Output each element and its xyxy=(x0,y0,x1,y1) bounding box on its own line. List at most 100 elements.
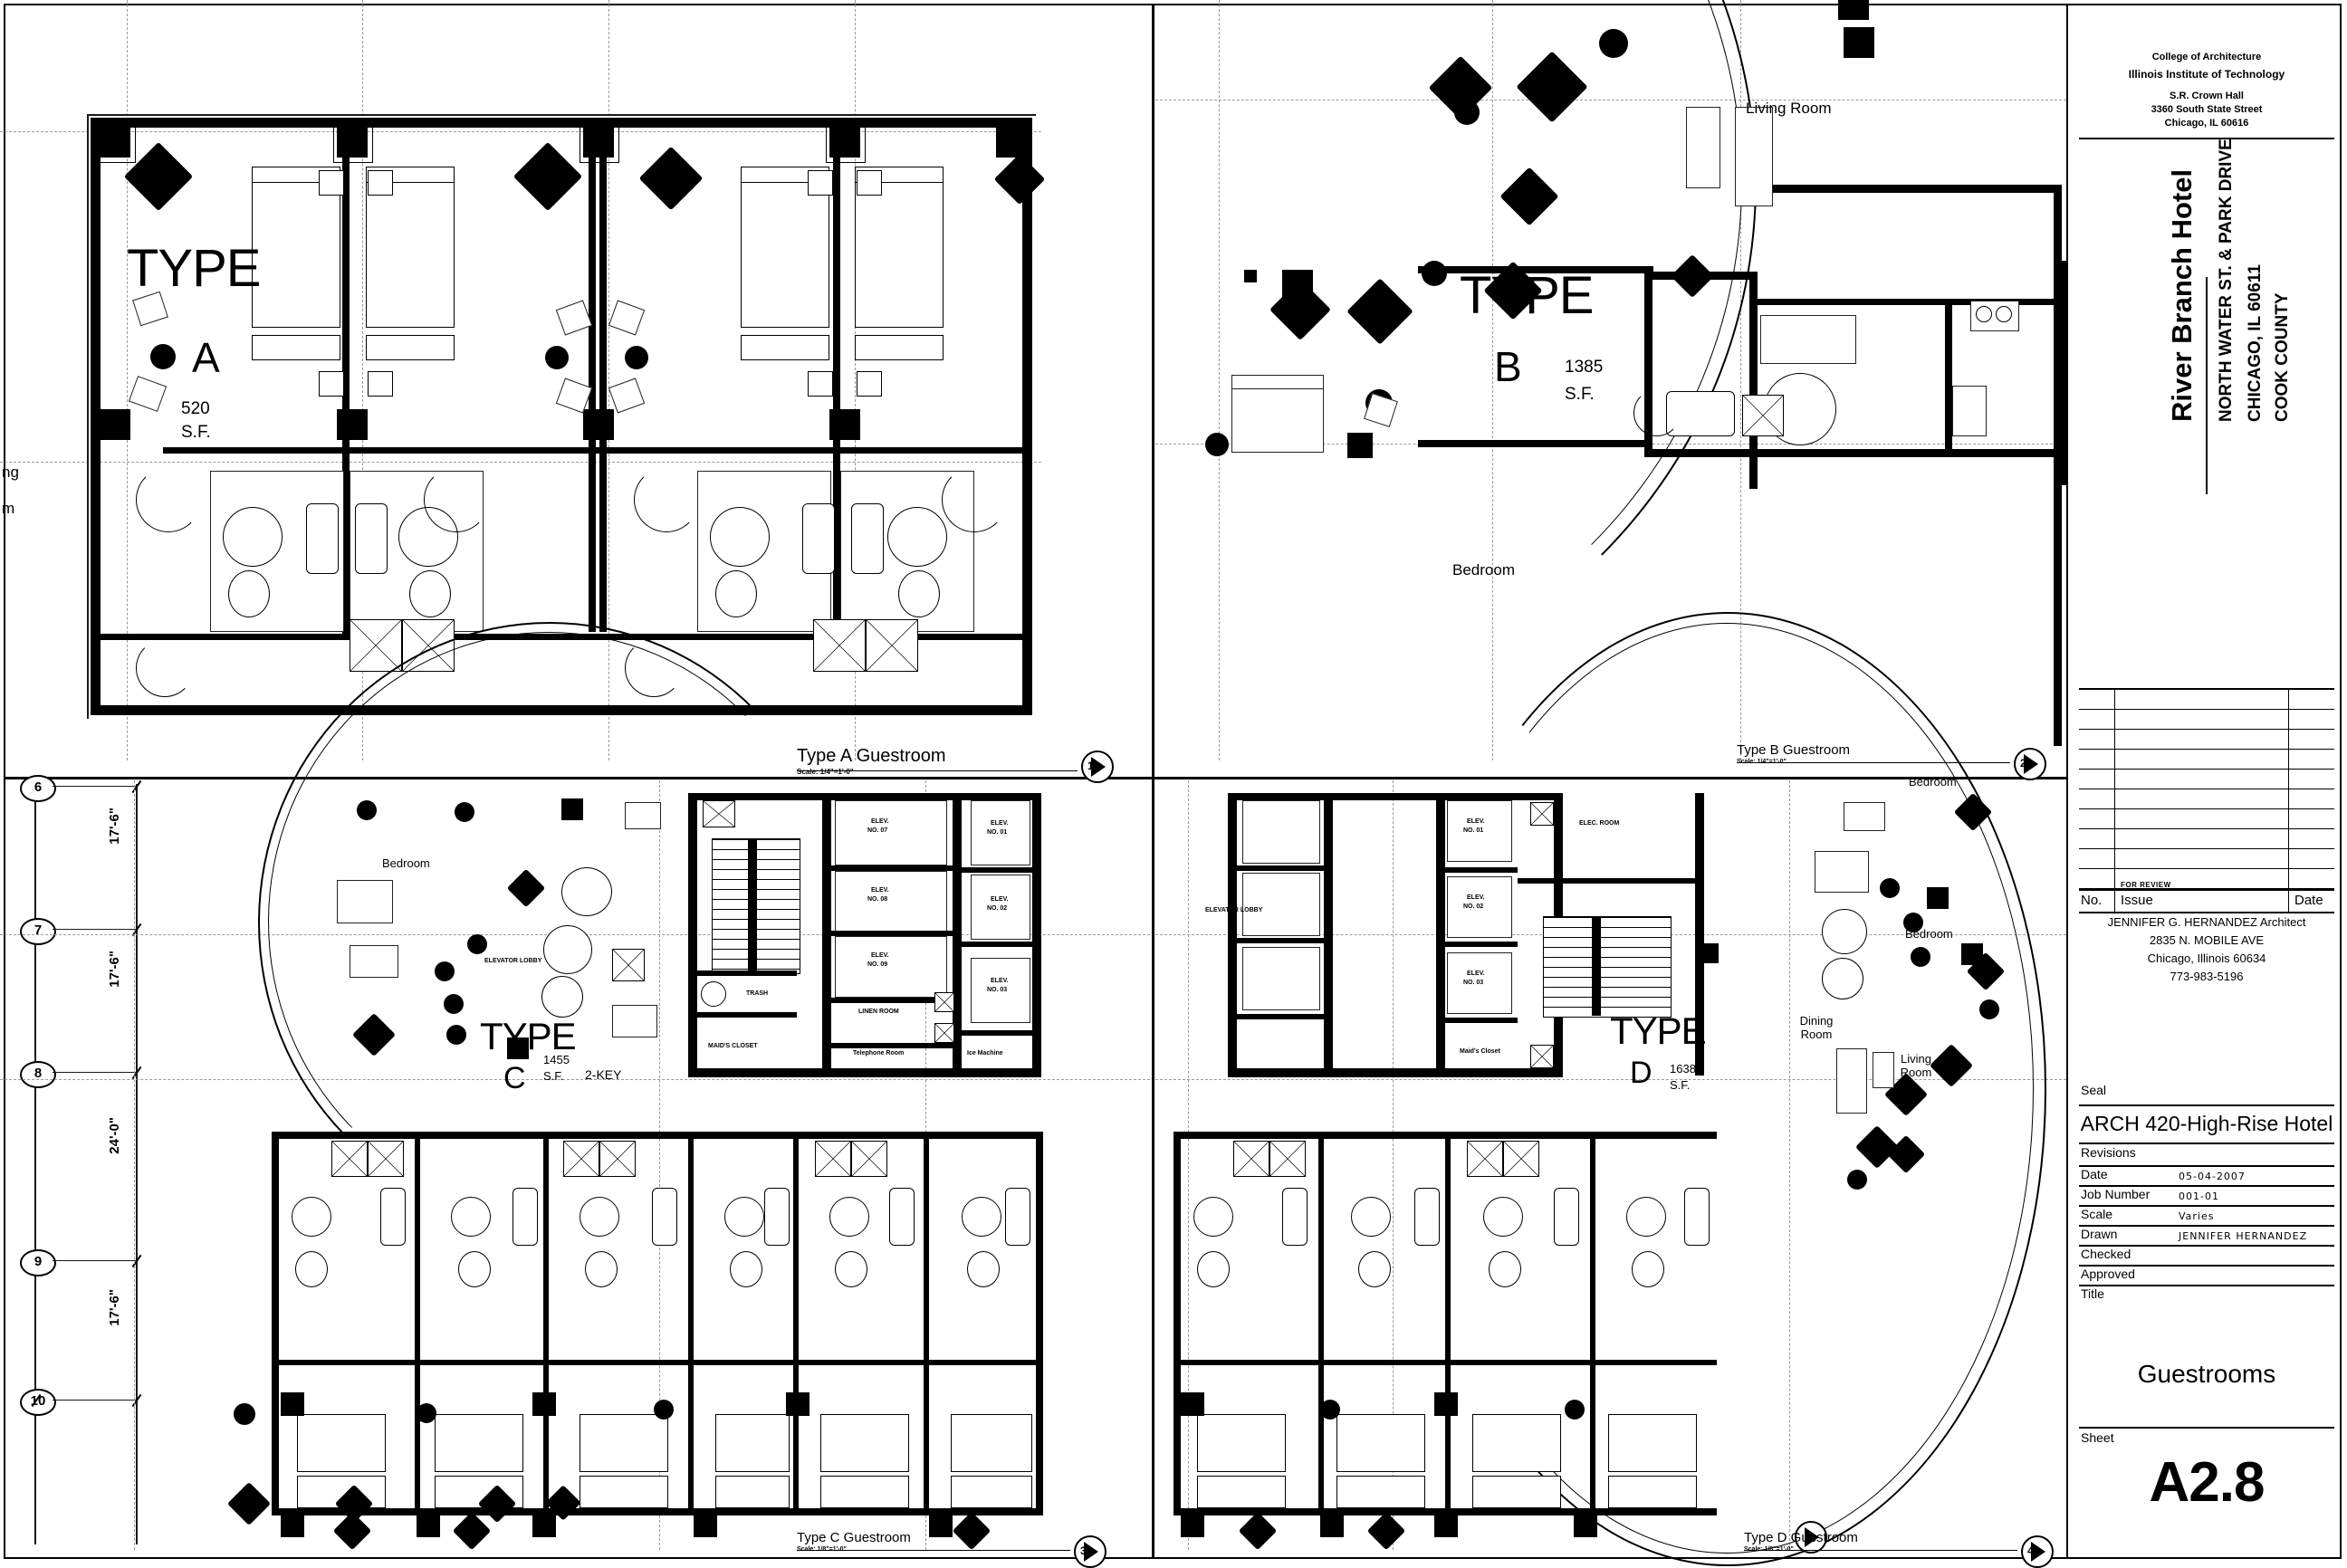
core-wall xyxy=(688,1068,1041,1077)
furniture-marker xyxy=(513,141,583,212)
drawing-scale-c: Scale: 1/8"=1'-0" xyxy=(797,1546,911,1553)
closet xyxy=(813,619,866,672)
wall xyxy=(1945,299,1952,453)
bed xyxy=(715,1414,790,1472)
room-label-bedroom-c: Bedroom xyxy=(382,856,430,870)
demising-wall xyxy=(688,1365,694,1515)
bed xyxy=(1608,1476,1697,1508)
furniture-marker xyxy=(1903,913,1923,932)
furniture-marker xyxy=(1320,1400,1340,1420)
detail-arrow-icon xyxy=(2024,754,2038,774)
elev-01-label-l2: NO. 01 xyxy=(987,829,1008,836)
furniture-marker xyxy=(1565,1400,1585,1420)
shaft xyxy=(934,1023,954,1043)
gridline xyxy=(1740,0,1741,760)
plan-type-d: ELEVATOR LOBBY ELEC. ROOM Maid's Closet … xyxy=(1155,612,2066,1568)
closet xyxy=(331,1141,368,1177)
bed xyxy=(1231,387,1324,453)
gridline xyxy=(0,462,1041,463)
revision-row xyxy=(2079,789,2334,809)
revision-header-no: No. xyxy=(2079,891,2115,912)
room-label-dining-d: Dining Room xyxy=(1799,1014,1834,1041)
revisions-label: Revisions xyxy=(2081,1145,2136,1160)
elev-07-label-l2: NO. 07 xyxy=(867,827,888,834)
room-label-bedroom-d1: Bedroom xyxy=(1909,775,1957,789)
grid-dimension-column: 6 7 8 9 10 17'-6" 17'-6" 24'-0" 17'-6" xyxy=(0,775,163,1561)
core-wall xyxy=(831,865,953,871)
demising-wall xyxy=(833,453,840,634)
field-date: Date 05-04-2007 xyxy=(2079,1165,2334,1187)
field-job-number-label: Job Number xyxy=(2081,1187,2151,1201)
wall xyxy=(1174,1132,1181,1515)
side-table xyxy=(1873,1052,1894,1088)
detail-arrow-icon xyxy=(2031,1542,2045,1562)
furniture-marker xyxy=(1847,1170,1867,1190)
type-a-area-unit: S.F. xyxy=(181,423,211,442)
school-line-5: Chicago, IL 60616 xyxy=(2164,118,2249,129)
side-note-1: ng xyxy=(2,464,19,481)
bed xyxy=(1472,1414,1561,1472)
wall-outline xyxy=(87,114,1036,116)
type-a-word: TYPE xyxy=(127,239,261,298)
shaft xyxy=(1530,1045,1554,1068)
core-wall xyxy=(1440,1018,1518,1023)
bed xyxy=(337,880,393,923)
counter xyxy=(612,1005,657,1037)
telephone-room-label: Telephone Room xyxy=(853,1050,905,1056)
furniture-marker xyxy=(1599,29,1628,58)
elev-d-02-l1: ELEV. xyxy=(1467,894,1485,901)
maids-closet-label-d: Maid's Closet xyxy=(1460,1048,1500,1055)
furniture-marker xyxy=(952,1511,991,1551)
revision-row xyxy=(2079,770,2334,789)
furniture-marker xyxy=(654,1400,674,1420)
nightstand xyxy=(319,371,344,397)
wall xyxy=(272,1508,1043,1515)
sofa xyxy=(1686,107,1720,188)
drawing-title-a: Type A Guestroom Scale: 1/4"=1'-0" xyxy=(797,746,946,776)
core-wall xyxy=(1518,878,1699,884)
detail-bubble-d: 4 xyxy=(2021,1535,2054,1568)
grid-leader xyxy=(53,1400,136,1401)
bed-bench xyxy=(252,335,340,360)
wall xyxy=(2054,185,2062,746)
core-wall xyxy=(1235,938,1326,943)
field-scale: Scale Varies xyxy=(2079,1205,2334,1227)
gridline xyxy=(1393,780,1394,1550)
core-wall xyxy=(962,1030,1041,1036)
detail-bubble-a: 1 xyxy=(1081,751,1114,783)
bed xyxy=(1608,1414,1697,1472)
shower xyxy=(543,925,592,974)
detail-bubble-b: 2 xyxy=(2014,748,2046,780)
field-job-number-value: 001-01 xyxy=(2179,1190,2219,1202)
bathtub xyxy=(355,503,388,574)
door-swing xyxy=(136,467,201,532)
architect-line-3: Chicago, Illinois 60634 xyxy=(2147,951,2266,965)
field-date-label: Date xyxy=(2081,1167,2108,1181)
shaft xyxy=(703,800,735,827)
wall-outline xyxy=(87,114,89,719)
closet xyxy=(851,1141,887,1177)
closet xyxy=(1742,395,1784,436)
bathtub xyxy=(306,503,339,574)
wall xyxy=(1418,440,1644,447)
furniture-marker xyxy=(150,344,176,369)
door-swing xyxy=(634,467,699,532)
elevator-car xyxy=(971,800,1030,865)
drawing-title-a-text: Type A Guestroom xyxy=(797,746,946,766)
type-a-area: 520 xyxy=(181,399,210,418)
titleblock-rule xyxy=(2079,1143,2334,1144)
wall xyxy=(1036,1132,1043,1515)
field-drawn-label: Drawn xyxy=(2081,1227,2118,1241)
furniture-marker xyxy=(417,1403,436,1423)
elevator-car xyxy=(971,875,1030,940)
column xyxy=(417,1514,440,1537)
seal-field: Seal xyxy=(2079,1081,2334,1106)
toilet xyxy=(967,1251,1000,1287)
project-address-2: CHICAGO, IL 60611 xyxy=(2246,264,2265,422)
column xyxy=(100,409,130,440)
lavatory xyxy=(561,867,612,916)
gridline xyxy=(134,780,135,1550)
core-wall xyxy=(831,931,953,936)
revision-header-date: Date xyxy=(2294,893,2323,908)
field-scale-value: Varies xyxy=(2179,1210,2215,1222)
